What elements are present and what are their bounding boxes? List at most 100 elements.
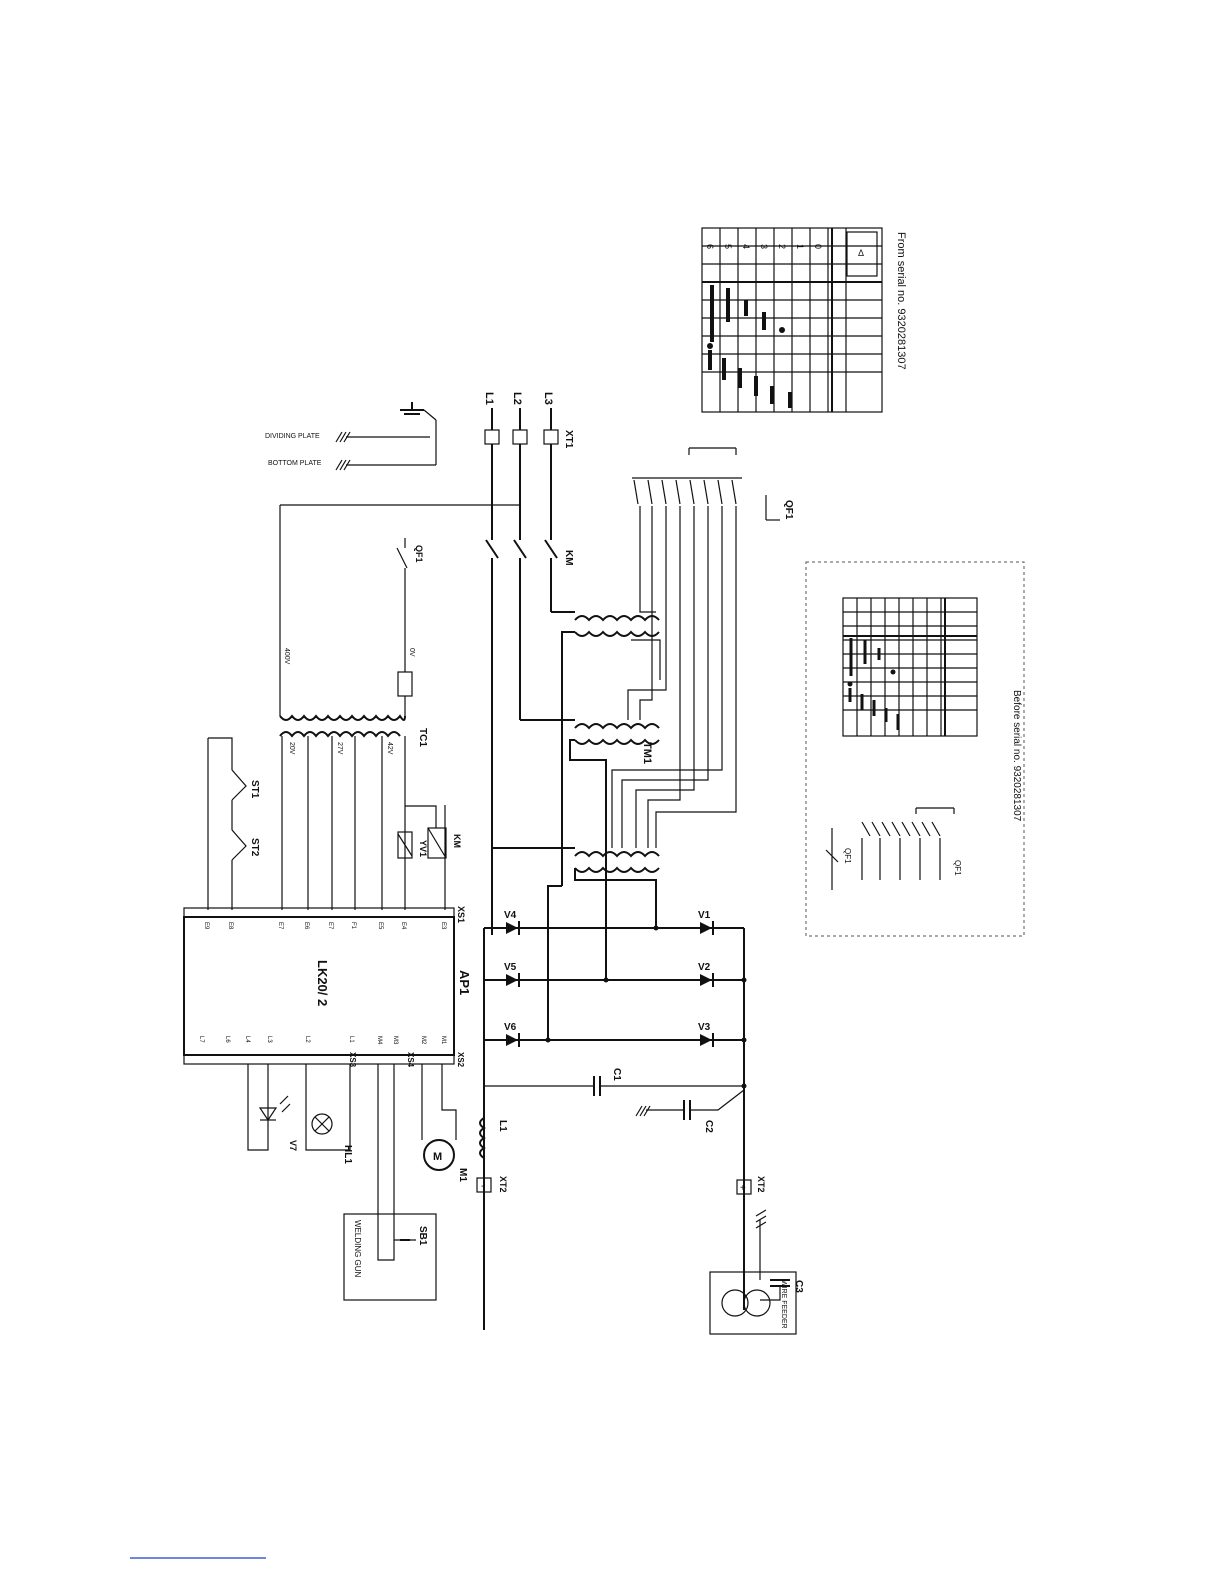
xs4-label: XS4 <box>406 1052 415 1068</box>
pin-l3: L3 <box>266 1036 272 1043</box>
diode-v6: V6 <box>504 1022 517 1033</box>
km-contact-label: KM <box>563 550 574 566</box>
pin-f1: F1 <box>350 922 356 930</box>
pin-m3: M3 <box>392 1036 398 1045</box>
sb1-label: SB1 <box>417 1226 428 1246</box>
pin-l4: L4 <box>244 1036 250 1043</box>
xt2-neg-label: XT2 <box>498 1176 508 1193</box>
wire-feeder: C3 WIRE FEEDER <box>709 1209 804 1335</box>
pin-l6: L6 <box>224 1036 230 1043</box>
diode-v3: V3 <box>698 1022 711 1033</box>
pin-e4: E4 <box>400 922 406 930</box>
board-model: LK20/ 2 <box>315 960 330 1006</box>
xt1-label: XT1 <box>563 430 574 449</box>
xs1-connector: XS1 <box>183 906 466 923</box>
xs1-label: XS1 <box>456 906 466 923</box>
row-label: 4 <box>741 244 751 249</box>
c2-label: C2 <box>703 1120 714 1133</box>
pin-e5: E5 <box>377 922 383 930</box>
pin-e7b: E7 <box>277 922 283 930</box>
qf1-label: QF1 <box>783 500 794 520</box>
diode-v1: V1 <box>698 910 711 921</box>
pin-l2: L2 <box>304 1036 310 1043</box>
m1-label: M1 <box>457 1168 468 1182</box>
km-coil-label: KM <box>452 834 462 848</box>
diode-v2: V2 <box>698 962 711 973</box>
row-label: 2 <box>777 244 787 249</box>
v7-label: V7 <box>288 1140 298 1151</box>
tc1-label: TC1 <box>417 728 428 747</box>
tc1-0v-label: 0V <box>408 648 415 657</box>
row-label: 6 <box>705 244 715 249</box>
pin-m1: M1 <box>440 1036 446 1045</box>
led-v7: V7 <box>247 1064 298 1151</box>
tap-42v: 42V <box>386 742 393 755</box>
thermostats: ST1 ST2 <box>207 737 260 910</box>
row-label: 1 <box>795 244 805 249</box>
row-label: 3 <box>759 244 769 249</box>
plus-symbol: + <box>740 1183 746 1194</box>
qf1-switch: QF1 <box>632 447 794 600</box>
diode-v5: V5 <box>504 962 517 973</box>
pin-e6: E6 <box>303 922 309 930</box>
qf1-old-label: QF1 <box>953 860 962 876</box>
qf1-old-switch: QF1 QF1 <box>825 807 962 890</box>
l1-choke-label: L1 <box>497 1120 508 1132</box>
qf1-aux-label: QF1 <box>414 545 424 563</box>
xs3-label: XS3 <box>348 1052 357 1068</box>
svg-text:M: M <box>433 1151 442 1163</box>
switch-table-new: Δ 0 1 2 3 4 5 6 From serial no. 93202813… <box>701 227 907 413</box>
pin-e8: E8 <box>227 922 233 930</box>
xt2-pos-label: XT2 <box>756 1176 766 1193</box>
pin-e3: E3 <box>440 922 446 930</box>
diode-v4: V4 <box>504 910 517 921</box>
pin-l7: L7 <box>198 1036 204 1043</box>
phase-L2: L2 <box>511 392 523 405</box>
phase-L1: L1 <box>483 392 495 405</box>
welding-gun-label: WELDING GUN <box>353 1220 362 1278</box>
output-terminals: - XT2 + XT2 <box>476 1176 766 1195</box>
phase-L3: L3 <box>542 392 554 405</box>
pin-m2: M2 <box>420 1036 426 1045</box>
ap1-board: AP1 LK20/ 2 E3 E4 E5 F1 E7 E6 E7 E8 E9 M… <box>183 916 472 1056</box>
pin-e7a: E7 <box>327 922 333 930</box>
from-serial-header: From serial no. 9320281307 <box>895 232 907 370</box>
tm1-transformer: TM1 <box>547 600 737 1040</box>
pin-l1: L1 <box>348 1036 354 1043</box>
bottom-plate-label: BOTTOM PLATE <box>268 460 322 467</box>
tap-27v: 27V <box>336 742 343 755</box>
earth-plates: DIVIDING PLATE BOTTOM PLATE <box>265 402 437 471</box>
yv1-label: YV1 <box>418 840 428 857</box>
ap1-label: AP1 <box>457 970 472 995</box>
hl1-label: HL1 <box>342 1145 353 1164</box>
lamp-hl1: HL1 <box>305 1064 353 1164</box>
row-label: 0 <box>813 244 823 249</box>
svg-text:Δ: Δ <box>858 248 864 258</box>
dividing-plate-label: DIVIDING PLATE <box>265 433 320 440</box>
c3-label: C3 <box>793 1280 804 1293</box>
row-label: 5 <box>723 244 733 249</box>
st1-label: ST1 <box>249 780 260 799</box>
tap-20v: 20V <box>288 742 295 755</box>
switch-table-old <box>842 597 978 737</box>
old-variant-box: Before serial no. 9320281307 QF1 QF1 <box>805 561 1025 937</box>
tc1-transformer: QF1 0V 400V TC1 42V 27V 20V <box>279 504 520 910</box>
switch-table-new-rows: 0 1 2 3 4 5 6 <box>705 244 823 249</box>
tc1-400v-label: 400V <box>283 648 290 665</box>
km-yv1-coils: YV1 KM <box>397 805 462 859</box>
tm1-label: TM1 <box>641 742 653 764</box>
lower-connectors: XS2 XS3 XS4 <box>183 1052 465 1068</box>
st2-label: ST2 <box>249 838 260 857</box>
wire-feeder-label: WIRE FEEDER <box>780 1280 787 1329</box>
xs2-label: XS2 <box>456 1052 465 1068</box>
output-filter: C1 C2 L1 <box>479 1068 747 1159</box>
qf1-old-label-2: QF1 <box>843 848 852 864</box>
pin-e9: E9 <box>203 922 209 930</box>
before-serial-header: Before serial no. 9320281307 <box>1011 690 1022 822</box>
minus-symbol: - <box>481 1181 484 1192</box>
motor-m1: M M1 <box>421 1064 468 1182</box>
c1-label: C1 <box>611 1068 622 1081</box>
pin-m4: M4 <box>376 1036 382 1045</box>
